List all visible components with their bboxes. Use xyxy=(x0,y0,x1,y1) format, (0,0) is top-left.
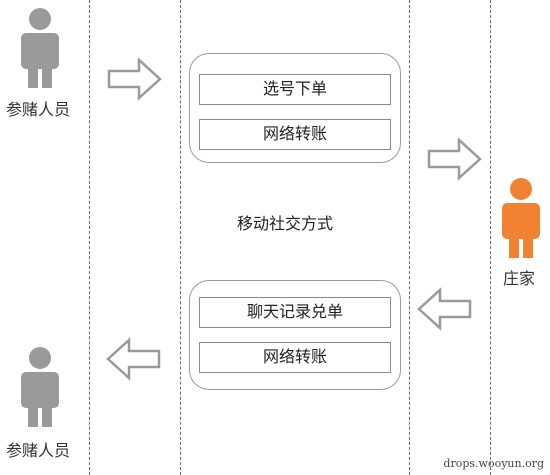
participant-bottom-person-icon xyxy=(17,345,63,427)
dashed-divider-1 xyxy=(89,0,90,475)
dashed-divider-4 xyxy=(490,0,491,475)
participant-bottom-label: 参赌人员 xyxy=(6,441,71,460)
process-box-online-transfer: 网络转账 xyxy=(199,342,391,373)
bottom-process-group: 聊天记录兑单 网络转账 xyxy=(189,280,401,390)
watermark: drops.wooyun.org xyxy=(443,457,544,470)
banker-label: 庄家 xyxy=(503,269,536,288)
arrow-left-icon xyxy=(105,337,161,381)
arrow-right-icon xyxy=(107,57,163,101)
process-box-online-transfer: 网络转账 xyxy=(199,119,391,150)
process-box-place-order: 选号下单 xyxy=(199,74,391,105)
process-box-chat-record-redeem: 聊天记录兑单 xyxy=(199,297,391,328)
dashed-divider-3 xyxy=(409,0,410,475)
mobile-social-label: 移动社交方式 xyxy=(237,214,334,233)
participant-top-person-icon xyxy=(17,6,63,88)
top-process-group: 选号下单 网络转账 xyxy=(189,53,401,163)
arrow-left-icon xyxy=(416,287,472,331)
arrow-right-icon xyxy=(427,137,483,181)
participant-top-label: 参赌人员 xyxy=(6,100,71,119)
banker-person-icon xyxy=(498,176,544,258)
dashed-divider-2 xyxy=(180,0,181,475)
